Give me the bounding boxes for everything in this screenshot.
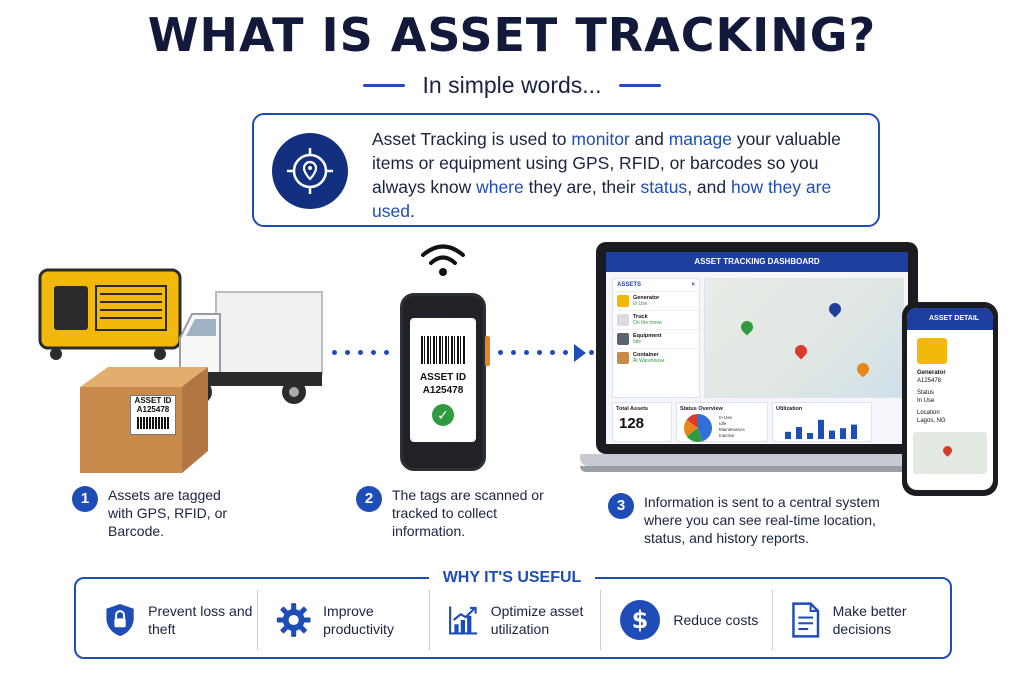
pie-slice [684,419,698,437]
pie-slice [686,414,698,428]
location-target-icon [272,133,348,209]
map-pin-icon[interactable] [738,318,756,336]
benefit-item: Make better decisions [773,590,944,650]
benefit-item: Prevent loss and theft [86,590,258,650]
map-pin-icon[interactable] [826,300,844,318]
gear-icon [276,603,311,637]
dashboard-screen: ASSET TRACKING DASHBOARD ASSETS × Generat… [606,252,908,444]
benefit-item: $ Reduce costs [601,590,774,650]
benefit-item: Optimize asset utilization [430,590,602,650]
dashboard-title: ASSET TRACKING DASHBOARD [606,252,908,272]
utilization-bar [840,428,846,439]
assets-header: ASSETS [617,282,642,288]
divider [619,84,662,87]
definition-text: Asset Tracking is used to monitor and ma… [372,129,841,221]
scanner-screen: ASSET ID A125478 ✓ [410,318,476,442]
flow-dots [332,350,389,356]
utilization-bar [818,419,824,439]
utilization-bar [829,430,835,439]
growth-chart-icon [448,606,477,635]
phone-screen: ASSET DETAIL Generator A125478 Status In… [907,308,993,490]
utilization-card: Utilization [772,402,872,442]
utilization-bar [807,433,813,439]
generator-illustration [38,268,182,360]
utilization-bar [851,424,857,439]
step-1: 1 Assets are tagged with GPS, RFID, or B… [72,486,242,540]
document-icon [792,602,820,638]
status-pie-chart [684,414,712,442]
step-3: 3 Information is sent to a central syste… [608,493,898,547]
map-view[interactable] [704,278,904,398]
step-2: 2 The tags are scanned or tracked to col… [356,486,546,540]
dollar-icon: $ [620,600,661,640]
page-title: WHAT IS ASSET TRACKING? [147,8,877,62]
definition-box: Asset Tracking is used to monitor and ma… [252,113,880,227]
map-pin-icon[interactable] [854,360,872,378]
scanner-asset-id-label: ASSET ID [419,372,467,383]
map-pin-icon[interactable] [792,342,810,360]
benefit-item: Improve productivity [258,590,430,650]
utilization-bar [785,431,791,439]
pie-slice [686,428,703,442]
benefits-title: WHY IT'S USEFUL [428,569,596,587]
map-pin-icon[interactable] [941,444,954,457]
divider [362,84,405,87]
total-assets-card: Total Assets 128 [612,402,672,442]
close-icon[interactable]: × [691,282,695,288]
laptop: ASSET TRACKING DASHBOARD ASSETS × Generat… [596,242,918,454]
scanner-asset-id-value: A125478 [422,385,464,396]
subtitle-row: In simple words... [0,72,1024,99]
svg-text:$: $ [632,606,649,634]
phone: ASSET DETAIL Generator A125478 Status In… [902,302,998,496]
generator-thumb [917,338,947,364]
arrow-right-icon [574,344,586,362]
handheld-scanner: ASSET ID A125478 ✓ [400,293,490,471]
barcode [421,336,465,364]
check-icon: ✓ [432,404,454,426]
asset-detail-header: ASSET DETAIL [907,308,993,330]
mini-map[interactable] [913,432,987,474]
wifi-icon [421,244,465,276]
utilization-bar-chart [785,419,857,439]
asset-label: ASSET ID A125478 [130,395,176,435]
utilization-bar [796,427,802,439]
subtitle: In simple words... [422,72,602,98]
shield-lock-icon [106,603,134,637]
benefits-list: Prevent loss and theft Improve productiv… [86,590,944,650]
pie-slice [698,414,712,442]
cardboard-box-illustration: ASSET ID A125478 [78,365,210,475]
laptop-base [580,454,930,466]
